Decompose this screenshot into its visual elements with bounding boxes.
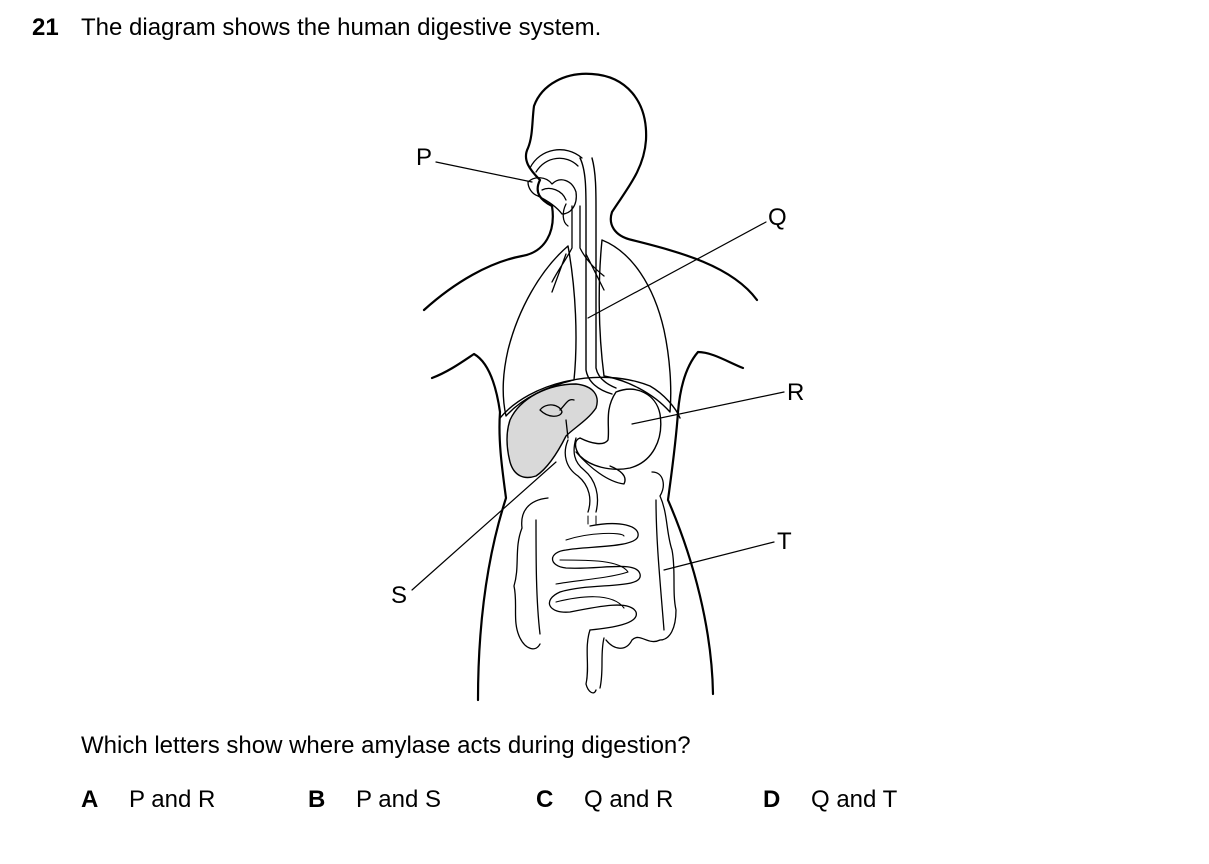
left-lung: [502, 245, 577, 417]
tongue: [541, 187, 567, 201]
label-line-q: [587, 221, 767, 319]
right-lung: [598, 239, 672, 413]
label-line-p: [435, 161, 533, 183]
option-b[interactable]: B P and S: [308, 786, 441, 814]
nasal-cavity: [529, 149, 583, 173]
oesophagus: [579, 157, 617, 395]
option-b-key: B: [308, 786, 326, 813]
liver: [506, 383, 598, 479]
large-intestine-inner: [535, 499, 665, 635]
option-d-text: Q and T: [811, 786, 898, 813]
option-a[interactable]: A P and R: [81, 786, 215, 814]
duodenum: [564, 437, 599, 513]
label-line-r: [631, 391, 785, 425]
small-intestine: [548, 522, 641, 631]
option-d[interactable]: D Q and T: [763, 786, 897, 814]
small-intestine-inner: [555, 532, 629, 609]
label-t: T: [777, 528, 792, 555]
mouth-cavity: [527, 177, 577, 215]
trachea: [551, 205, 605, 293]
option-c[interactable]: C Q and R: [536, 786, 673, 814]
diaphragm: [499, 376, 681, 419]
label-p: P: [416, 144, 432, 171]
question-number: 21: [32, 14, 59, 41]
option-a-text: P and R: [129, 786, 216, 813]
question-stem: The diagram shows the human digestive sy…: [81, 14, 602, 41]
body-outline-right-arm: [676, 350, 745, 414]
pancreas: [575, 451, 626, 485]
label-r: R: [787, 379, 804, 406]
label-line-s: [411, 461, 557, 591]
rectum: [585, 629, 605, 694]
epiglottis: [562, 203, 569, 227]
body-outline-left-side: [476, 410, 508, 702]
label-s: S: [391, 582, 407, 609]
large-intestine: [513, 471, 677, 650]
label-q: Q: [768, 204, 787, 231]
body-outline-upper: [422, 72, 759, 312]
body-outline-left-arm: [430, 352, 502, 414]
body-outline-right-side: [666, 410, 715, 696]
duodenum-gap: [587, 515, 597, 525]
question-prompt: Which letters show where amylase acts du…: [81, 732, 691, 759]
option-d-key: D: [763, 786, 781, 813]
label-line-t: [663, 541, 775, 571]
option-b-text: P and S: [356, 786, 441, 813]
gall-bladder: [539, 398, 575, 439]
option-c-key: C: [536, 786, 554, 813]
option-a-key: A: [81, 786, 99, 813]
option-c-text: Q and R: [584, 786, 674, 813]
